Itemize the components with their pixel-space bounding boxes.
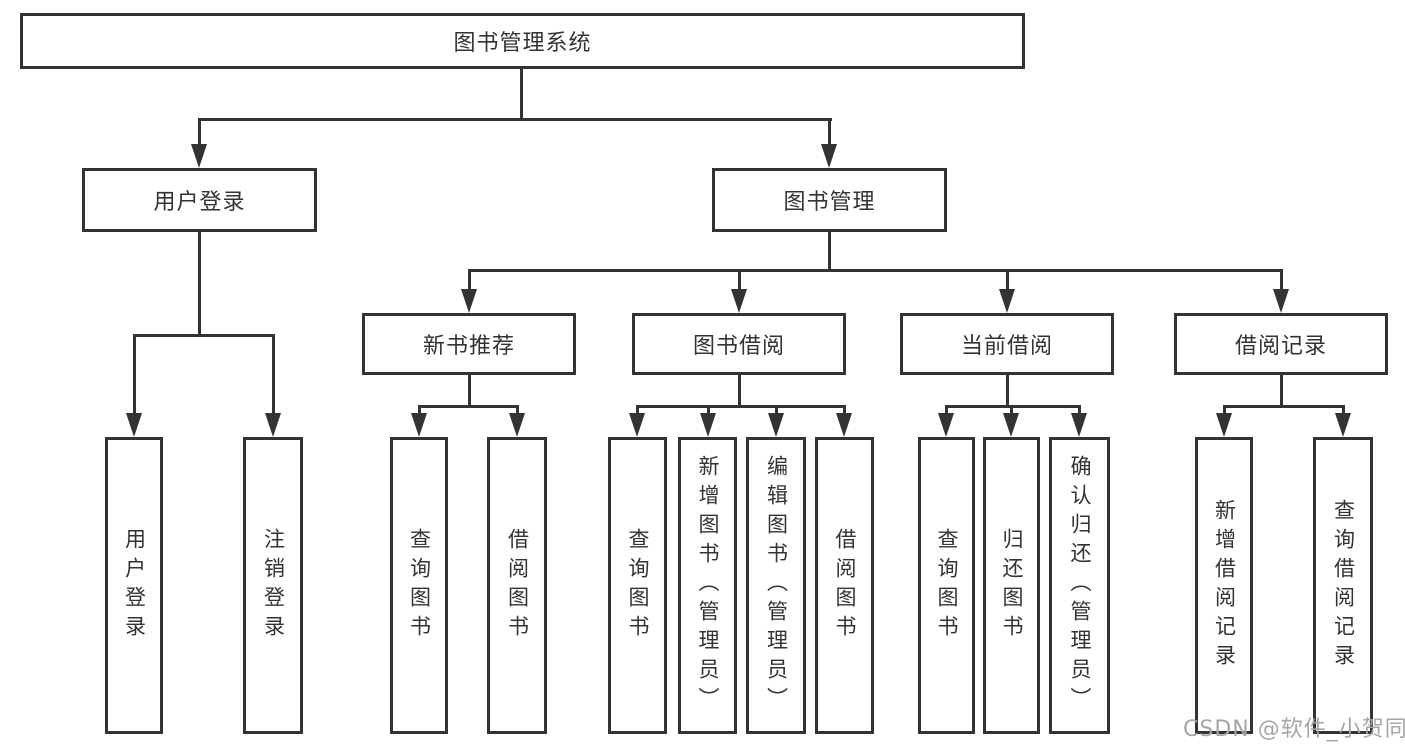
leaf-query-borrow-record: 查询借阅记录 xyxy=(1313,437,1373,734)
connector-drop xyxy=(945,405,948,417)
arrow-down-icon xyxy=(1273,289,1289,313)
arrow-down-icon xyxy=(1216,413,1232,437)
connector-user-login-bus xyxy=(133,334,275,337)
csdn-watermark: CSDN @软件_小贺同学 xyxy=(1183,717,1405,742)
node-new-book-recommend: 新书推荐 xyxy=(362,313,576,375)
connector-drop xyxy=(1006,269,1009,293)
connector-drop xyxy=(133,334,136,415)
connector-stem xyxy=(1006,375,1009,408)
node-borrowing-records: 借阅记录 xyxy=(1174,313,1388,375)
connector-level3-bus xyxy=(468,269,1283,272)
leaf-borrow-books-recommend: 借阅图书 xyxy=(487,437,547,734)
node-book-borrowing: 图书借阅 xyxy=(632,313,846,375)
connector-drop xyxy=(468,269,471,293)
arrow-down-icon xyxy=(938,413,954,437)
connector-bus xyxy=(636,405,846,408)
arrow-down-icon xyxy=(1003,413,1019,437)
connector-drop xyxy=(738,269,741,293)
leaf-borrow-books: 借阅图书 xyxy=(815,437,874,734)
arrow-down-icon xyxy=(509,413,525,437)
connector-drop xyxy=(1342,405,1345,417)
connector-bus xyxy=(945,405,1081,408)
arrow-down-icon xyxy=(461,289,477,313)
arrow-down-icon xyxy=(836,413,852,437)
connector-stem xyxy=(738,375,741,408)
node-user-login: 用户登录 xyxy=(82,168,317,232)
node-book-management: 图书管理 xyxy=(712,168,947,232)
arrow-down-icon xyxy=(821,144,837,168)
connector-drop xyxy=(516,405,519,417)
connector-drop xyxy=(1078,405,1081,417)
leaf-confirm-return-admin: 确认归还（管理员） xyxy=(1049,437,1110,734)
arrow-down-icon xyxy=(1071,413,1087,437)
connector-drop xyxy=(828,118,831,146)
connector-drop xyxy=(843,405,846,417)
arrow-down-icon xyxy=(700,413,716,437)
leaf-query-books-recommend: 查询图书 xyxy=(390,437,448,734)
leaf-add-books-admin: 新增图书（管理员） xyxy=(678,437,737,734)
connector-bus xyxy=(1223,405,1345,408)
leaf-add-borrow-record: 新增借阅记录 xyxy=(1195,437,1253,734)
connector-book-mgmt-stem xyxy=(828,232,831,272)
arrow-down-icon xyxy=(999,289,1015,313)
connector-level2-bus xyxy=(198,118,832,121)
connector-stem xyxy=(1280,375,1283,408)
connector-bus xyxy=(418,405,519,408)
arrow-down-icon xyxy=(265,413,281,437)
node-current-borrowing: 当前借阅 xyxy=(900,313,1114,375)
connector-drop xyxy=(1280,269,1283,293)
arrow-down-icon xyxy=(629,413,645,437)
arrow-down-icon xyxy=(1335,413,1351,437)
connector-drop xyxy=(418,405,421,417)
connector-drop xyxy=(1223,405,1226,417)
arrow-down-icon xyxy=(731,289,747,313)
leaf-query-books-current: 查询图书 xyxy=(918,437,975,734)
connector-drop xyxy=(775,405,778,417)
connector-stem xyxy=(468,375,471,408)
connector-drop xyxy=(707,405,710,417)
arrow-down-icon xyxy=(411,413,427,437)
arrow-down-icon xyxy=(126,413,142,437)
arrow-down-icon xyxy=(191,144,207,168)
leaf-return-books: 归还图书 xyxy=(983,437,1040,734)
leaf-user-login: 用户登录 xyxy=(105,437,163,734)
node-root-library-system: 图书管理系统 xyxy=(20,13,1025,69)
connector-drop xyxy=(1010,405,1013,417)
connector-user-login-stem xyxy=(198,232,201,337)
leaf-query-books-borrow: 查询图书 xyxy=(608,437,667,734)
leaf-logout: 注销登录 xyxy=(243,437,303,734)
connector-root-stem xyxy=(520,69,523,120)
leaf-edit-books-admin: 编辑图书（管理员） xyxy=(746,437,806,734)
connector-drop xyxy=(272,334,275,415)
connector-drop xyxy=(636,405,639,417)
arrow-down-icon xyxy=(768,413,784,437)
connector-drop xyxy=(198,118,201,146)
